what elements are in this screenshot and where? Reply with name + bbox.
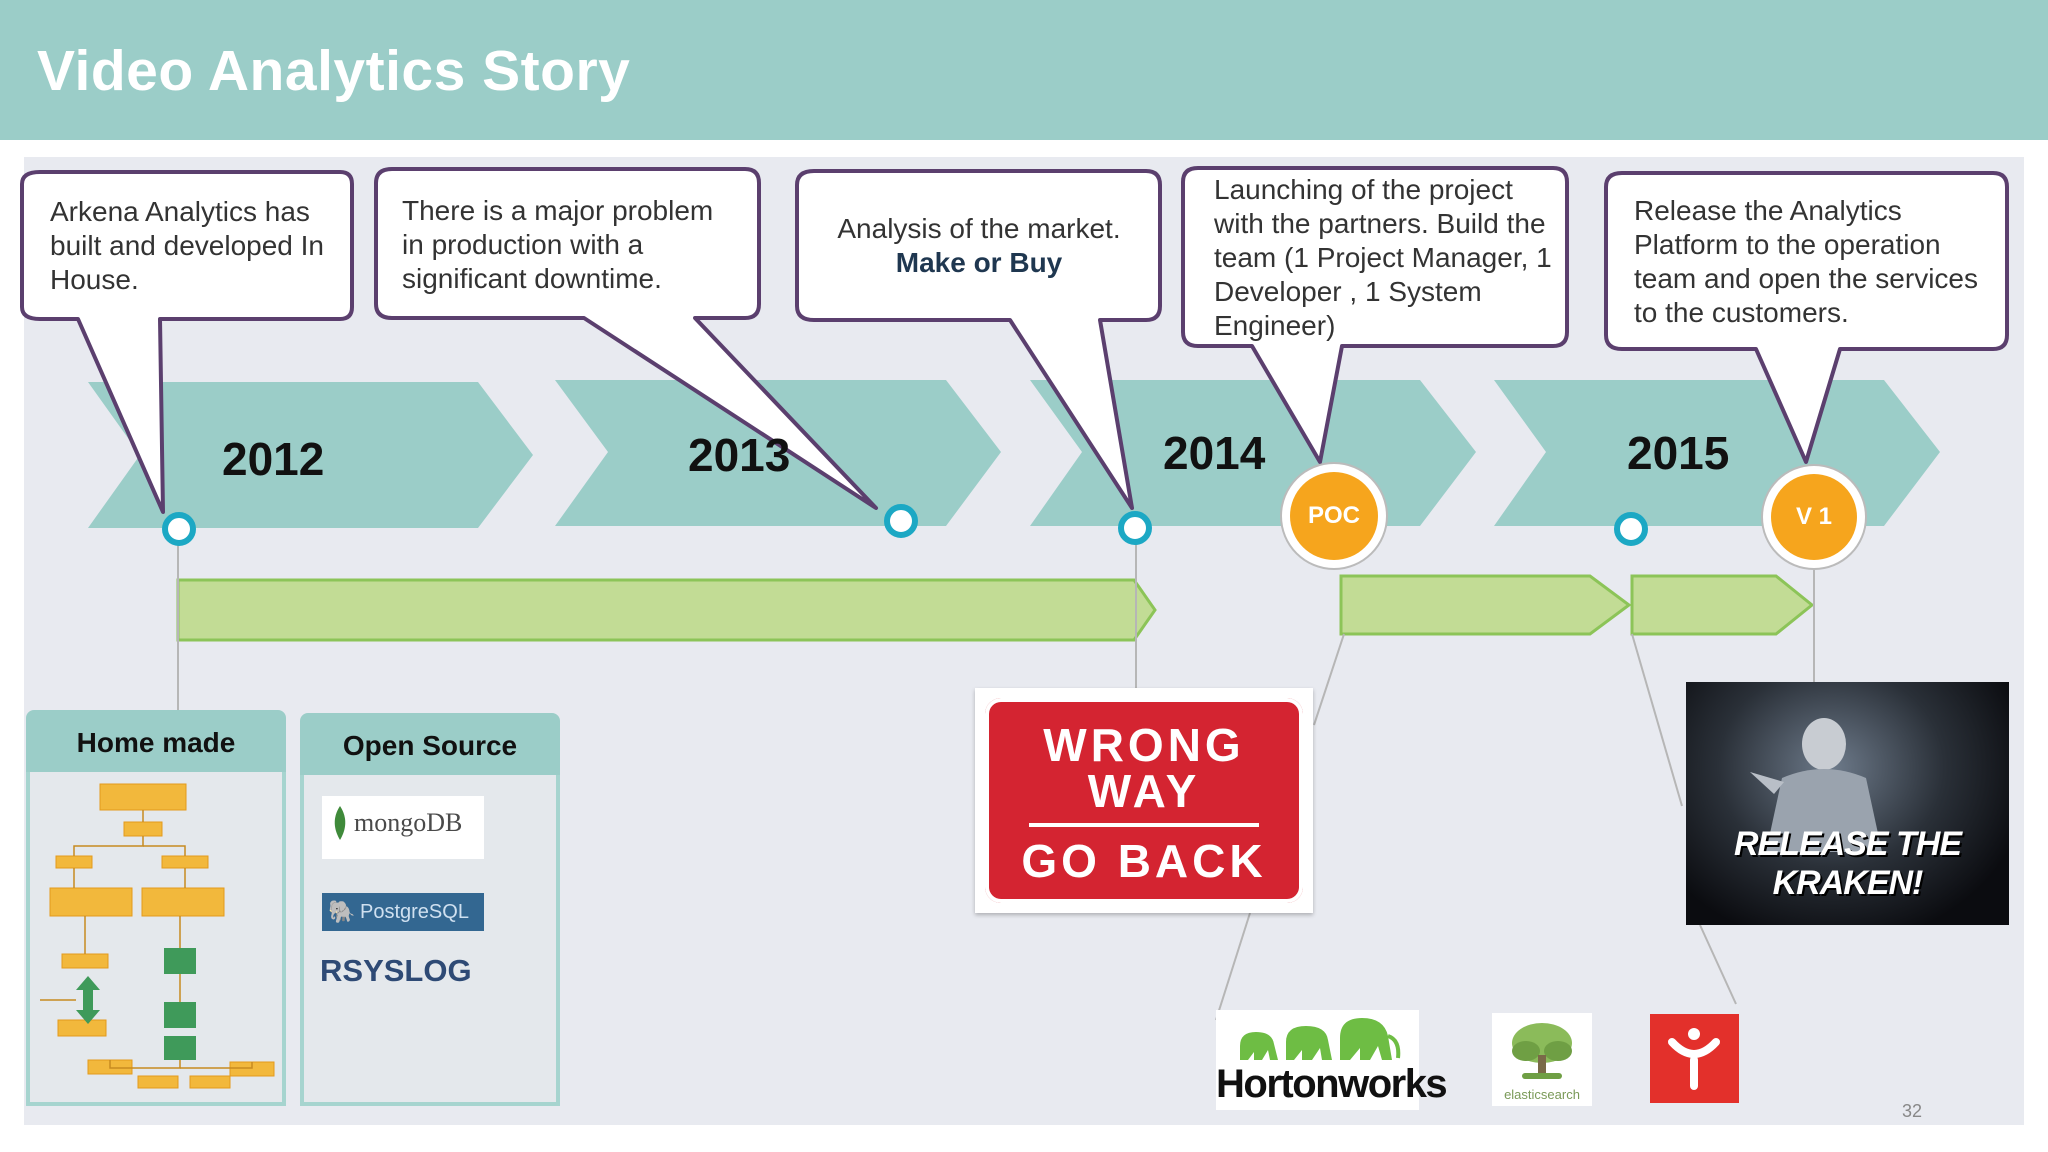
- bar-v1: [1630, 574, 1815, 636]
- home-made-header: Home made: [26, 710, 286, 772]
- callout-bubble-2013: [374, 167, 878, 510]
- callout-text-make-or-buy: Analysis of the market. Make or Buy: [815, 212, 1143, 280]
- marker-2013: [884, 504, 918, 538]
- wrong-way-sign: WRONG WAY GO BACK: [975, 688, 1313, 913]
- home-made-panel: [26, 772, 286, 1106]
- elasticsearch-logo: elasticsearch: [1492, 1013, 1592, 1106]
- hortonworks-logo: Hortonworks: [1216, 1010, 1448, 1110]
- bar-poc: [1339, 574, 1632, 636]
- year-2012: 2012: [222, 433, 325, 485]
- marker-2012: [162, 512, 196, 546]
- rsyslog-logo: RSYSLOG: [320, 953, 472, 988]
- callout-text-release: Release the Analytics Platform to the op…: [1634, 195, 1978, 328]
- postgresql-logo: 🐘 PostgreSQL: [322, 893, 484, 931]
- callout-bubble-release: [1604, 171, 2009, 464]
- mongodb-logo: mongoDB: [322, 796, 484, 859]
- wrong-way-line3: GO BACK: [1021, 835, 1267, 887]
- elasticsearch-wordmark: elasticsearch: [1504, 1087, 1580, 1102]
- callout-bubble-2012: [20, 170, 354, 514]
- marker-2014: [1118, 511, 1152, 545]
- callout-text-make-or-buy-bold: Make or Buy: [895, 247, 1063, 278]
- postgresql-elephant-icon: 🐘: [328, 899, 356, 924]
- figure-silhouette-icon: [1750, 718, 1882, 852]
- callout-text-2013: There is a major problem in production w…: [402, 195, 714, 294]
- year-2015: 2015: [1627, 427, 1730, 479]
- elephants-icon: [1240, 1018, 1401, 1060]
- release-the-kraken-image: RELEASE THE KRAKEN!: [1686, 682, 2009, 925]
- flowchart-diagram: [40, 783, 275, 1089]
- mongodb-leaf-icon: [334, 806, 346, 840]
- person-icon: [1668, 1028, 1720, 1090]
- year-2014: 2014: [1163, 427, 1266, 479]
- chevron-2012: [88, 382, 533, 528]
- kraken-caption: RELEASE THE KRAKEN!: [1733, 825, 1962, 902]
- bar-homemade: [176, 578, 1157, 642]
- v1-badge: V 1: [1771, 474, 1857, 560]
- wrong-way-line1: WRONG: [1043, 719, 1245, 771]
- postgresql-wordmark: PostgreSQL: [360, 901, 469, 923]
- wrong-way-divider: [1029, 823, 1259, 827]
- tree-icon: [1512, 1023, 1572, 1079]
- wrong-way-plate: WRONG WAY GO BACK: [985, 698, 1303, 903]
- callout-text-market: Analysis of the market.: [837, 213, 1121, 244]
- hortonworks-wordmark: Hortonworks: [1216, 1062, 1448, 1106]
- chevron-2013: [555, 380, 1001, 526]
- callout-bubble-launch: [1181, 166, 1569, 464]
- year-2013: 2013: [688, 429, 791, 481]
- callout-bubble-make-or-buy: [795, 169, 1162, 510]
- callout-text-2012: Arkena Analytics has built and developed…: [50, 196, 324, 295]
- mongodb-wordmark: mongoDB: [354, 808, 463, 837]
- wrong-way-line2: WAY: [1087, 765, 1201, 817]
- callout-text-launch: Launching of the project with the partne…: [1214, 174, 1552, 341]
- open-source-header: Open Source: [300, 713, 560, 775]
- slide-header: Video Analytics Story: [0, 0, 2048, 140]
- poc-badge: POC: [1290, 472, 1378, 560]
- marker-2015: [1614, 512, 1648, 546]
- double-arrow-icon: [76, 976, 100, 1024]
- page-number: 32: [1902, 1101, 1923, 1121]
- red-person-logo: [1650, 1014, 1739, 1103]
- slide-title: Video Analytics Story: [37, 39, 631, 103]
